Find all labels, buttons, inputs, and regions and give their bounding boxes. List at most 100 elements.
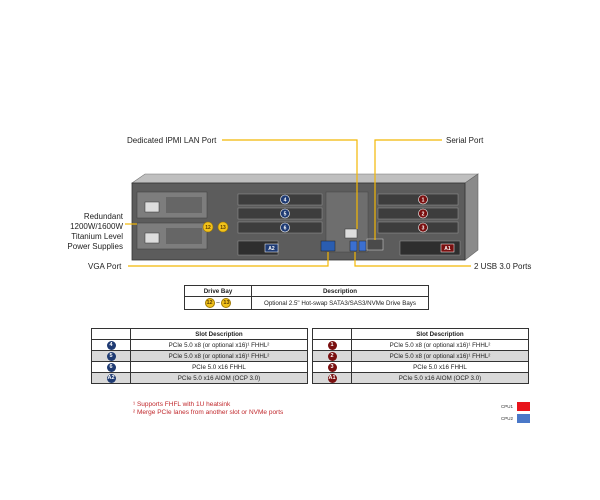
- serial-port: [366, 238, 384, 251]
- drive-bay-table: Drive Bay Description 12 – 13 Optional 2…: [184, 285, 429, 310]
- slot-badge: 1: [327, 340, 337, 350]
- usb-ports-label: 2 USB 3.0 Ports: [474, 262, 532, 271]
- table-row: 4 PCIe 5.0 x8 (or optional x16)¹ FHHL²: [91, 339, 308, 351]
- slot-badge: 6: [106, 362, 116, 372]
- drive-bay-description: Optional 2.5" Hot-swap SATA3/SAS3/NVMe D…: [251, 296, 429, 310]
- slot-badge: 2: [327, 351, 337, 361]
- vga-port-label: VGA Port: [88, 262, 122, 271]
- slot-number-header: [91, 328, 131, 340]
- psu-label: Redundant 1200W/1600W Titanium Level Pow…: [50, 212, 123, 252]
- drive-bay-badges: 12 13: [202, 221, 229, 233]
- ipmi-callout-line: [222, 139, 358, 229]
- slot-description: PCIe 5.0 x16 FHHL: [130, 361, 308, 373]
- usb-port: [358, 240, 367, 252]
- slot-description: PCIe 5.0 x16 AIOM (OCP 3.0): [351, 372, 529, 384]
- table-row: 3 PCIe 5.0 x16 FHHL: [312, 361, 529, 373]
- slot-description: PCIe 5.0 x8 (or optional x16)¹ FHHL²: [130, 339, 308, 351]
- pcie-slot: [237, 221, 323, 234]
- slot-badge-label: 6: [284, 226, 287, 232]
- server-rear-diagram: 12 13 4 5 6 A2 1 2 3 A1: [125, 139, 479, 267]
- chassis-side-panel: [464, 173, 479, 261]
- psu-fan-grille: [166, 197, 202, 213]
- table-row: 5 PCIe 5.0 x8 (or optional x16)¹ FHHL²: [91, 350, 308, 362]
- slot-description-header: Slot Description: [130, 328, 308, 340]
- cpu-legend: CPU1 CPU2: [482, 401, 530, 423]
- drive-bay-badge: 12: [204, 298, 215, 308]
- pcie-slot: [377, 193, 459, 206]
- pcie-slot: [377, 221, 459, 234]
- drive-bay-badge: [217, 221, 229, 233]
- slot-badge: [280, 222, 290, 233]
- usb-callout-line: [354, 252, 471, 267]
- slot-badge-label: 5: [284, 212, 287, 218]
- psu-label-line: Titanium Level: [71, 232, 123, 241]
- slot-badge: [418, 208, 428, 219]
- slot-badge: [280, 194, 290, 205]
- cpu2-color-swatch: [517, 413, 530, 423]
- description-header: Description: [251, 285, 429, 297]
- chassis-top-lid: [131, 173, 479, 184]
- footnote: ² Merge PCIe lanes from another slot or …: [133, 409, 284, 416]
- drive-bay-cell: 12 – 13: [184, 296, 252, 310]
- cpu1-color-swatch: [517, 401, 530, 411]
- cpu-legend-label: CPU1: [500, 403, 513, 409]
- power-inlet: [144, 201, 160, 213]
- footnotes: ¹ Supports FHFL with 1U heatsink ² Merge…: [133, 401, 283, 417]
- table-row: 2 PCIe 5.0 x8 (or optional x16)¹ FHHL²: [312, 350, 529, 362]
- slot-description-header: Slot Description: [351, 328, 529, 340]
- cpu2-slot-badges: 4 5 6 A2: [264, 194, 290, 253]
- slot-badge: 5: [106, 351, 116, 361]
- slot-table-right: Slot Description 1 PCIe 5.0 x8 (or optio…: [312, 328, 529, 384]
- slot-badge: A2: [106, 373, 116, 383]
- psu-label-line: Power Supplies: [67, 242, 123, 251]
- vga-port: [320, 240, 336, 252]
- drive-bay-dash: –: [216, 299, 220, 307]
- slot-badge: [440, 243, 455, 253]
- slot-description: PCIe 5.0 x8 (or optional x16)¹ FHHL²: [351, 339, 529, 351]
- ipmi-port-label: Dedicated IPMI LAN Port: [127, 136, 217, 145]
- ipmi-lan-port: [344, 228, 358, 239]
- slot-badge-label: 2: [422, 212, 425, 218]
- slot-table-left: Slot Description 4 PCIe 5.0 x8 (or optio…: [91, 328, 308, 384]
- drive-bay-badge: [202, 221, 214, 233]
- usb-port: [349, 240, 358, 252]
- table-row: A2 PCIe 5.0 x16 AIOM (OCP 3.0): [91, 372, 308, 384]
- slot-badge-label: A1: [444, 246, 451, 252]
- slot-description: PCIe 5.0 x16 AIOM (OCP 3.0): [130, 372, 308, 384]
- table-row: 6 PCIe 5.0 x16 FHHL: [91, 361, 308, 373]
- cpu-legend-label: CPU2: [500, 415, 513, 421]
- slot-badge: 3: [327, 362, 337, 372]
- drive-bay-badge: 13: [221, 298, 232, 308]
- slot-badge: [264, 243, 279, 253]
- slot-badge-label: 3: [422, 226, 425, 232]
- slot-badge-label: 1: [422, 198, 425, 204]
- serial-callout-line: [374, 139, 442, 240]
- slot-badge-label: 4: [284, 198, 287, 204]
- cpu-legend-item: CPU1: [482, 401, 530, 411]
- psu-label-line: 1200W/1600W: [70, 222, 123, 231]
- slot-badge: [418, 222, 428, 233]
- drive-bay-badge-label: 13: [220, 225, 226, 231]
- slot-badge: [280, 208, 290, 219]
- slot-badge: [418, 194, 428, 205]
- pcie-slot: [237, 207, 323, 220]
- drive-bay-header: Drive Bay: [184, 285, 252, 297]
- slot-badge: A1: [327, 373, 337, 383]
- cpu-legend-item: CPU2: [482, 413, 530, 423]
- drive-bay-badge-label: 12: [205, 225, 211, 231]
- table-row: A1 PCIe 5.0 x16 AIOM (OCP 3.0): [312, 372, 529, 384]
- cpu1-slot-badges: 1 2 3 A1: [418, 194, 455, 253]
- pcie-slot: [377, 207, 459, 220]
- vga-callout-line: [128, 252, 329, 267]
- serial-port-label: Serial Port: [446, 136, 484, 145]
- slot-number-header: [312, 328, 352, 340]
- footnote: ¹ Supports FHFL with 1U heatsink: [133, 401, 231, 408]
- slot-description: PCIe 5.0 x8 (or optional x16)¹ FHHL²: [351, 350, 529, 362]
- slot-badge-label: A2: [268, 246, 275, 252]
- psu-fan-grille: [166, 228, 202, 244]
- table-row: 1 PCIe 5.0 x8 (or optional x16)¹ FHHL²: [312, 339, 529, 351]
- power-inlet: [144, 232, 160, 244]
- psu-label-line: Redundant: [83, 212, 123, 221]
- slot-description: PCIe 5.0 x16 FHHL: [351, 361, 529, 373]
- callout-lines: [125, 139, 471, 267]
